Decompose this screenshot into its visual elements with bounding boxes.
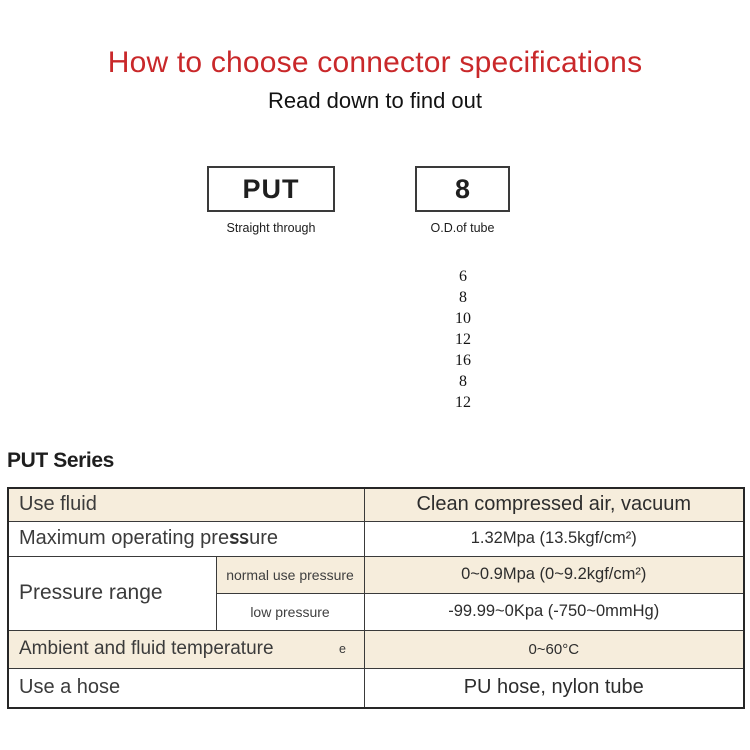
- table-row-use-fluid: Use fluid Clean compressed air, vacuum: [7, 487, 745, 522]
- row-value-hose: PU hose, nylon tube: [363, 667, 745, 709]
- page-subtitle: Read down to find out: [267, 88, 483, 113]
- label-text: Maximum operating pre: [19, 527, 230, 549]
- sub-label-normal-pressure: normal use pressure: [215, 555, 365, 594]
- table-row-hose: Use a hose PU hose, nylon tube: [7, 667, 745, 709]
- row-value-use-fluid: Clean compressed air, vacuum: [363, 487, 745, 522]
- label-text: Ambient and fluid temperature: [19, 638, 274, 659]
- page-title: How to choose connector specifications: [107, 46, 643, 79]
- model-code-caption: Straight through: [226, 221, 316, 235]
- size-option: 12: [455, 331, 471, 348]
- label-text: ss: [229, 527, 250, 549]
- row-label-use-fluid: Use fluid: [7, 487, 365, 522]
- size-option: 8: [459, 373, 467, 390]
- row-value-max-pressure: 1.32Mpa (13.5kgf/cm²): [363, 520, 745, 557]
- row-label-pressure-range: Pressure range: [7, 555, 217, 631]
- sub-label-low-pressure: low pressure: [215, 592, 365, 631]
- row-label-hose: Use a hose: [7, 667, 365, 709]
- stray-character: e: [339, 642, 346, 656]
- row-value-low-pressure: -99.99~0Kpa (-750~0mmHg): [363, 592, 745, 631]
- size-option: 10: [455, 310, 471, 327]
- row-label-temperature: Ambient and fluid temperature e: [7, 629, 365, 669]
- size-option: 12: [455, 394, 471, 411]
- label-text: ure: [249, 527, 278, 549]
- ghost-text: ss: [230, 528, 249, 548]
- size-option: 8: [459, 289, 467, 306]
- tube-size-box: 8: [415, 166, 510, 212]
- table-row-normal-pressure: Pressure range normal use pressure 0~0.9…: [7, 555, 745, 631]
- row-value-temperature: 0~60°C: [363, 629, 745, 669]
- size-option: 16: [455, 352, 471, 369]
- model-code-box: PUT: [207, 166, 335, 212]
- tube-size-caption: O.D.of tube: [430, 221, 495, 235]
- series-heading: PUT Series: [7, 449, 114, 472]
- table-row-low-pressure: low pressure -99.99~0Kpa (-750~0mmHg): [8, 592, 745, 631]
- tube-size-options: 6 8 10 12 16 8 12: [413, 266, 513, 413]
- size-option: 6: [459, 268, 467, 285]
- spec-table: Use fluid Clean compressed air, vacuum M…: [7, 487, 745, 709]
- row-value-normal-pressure: 0~0.9Mpa (0~9.2kgf/cm²): [363, 555, 745, 594]
- table-row-temperature: Ambient and fluid temperature e 0~60°C: [7, 629, 745, 669]
